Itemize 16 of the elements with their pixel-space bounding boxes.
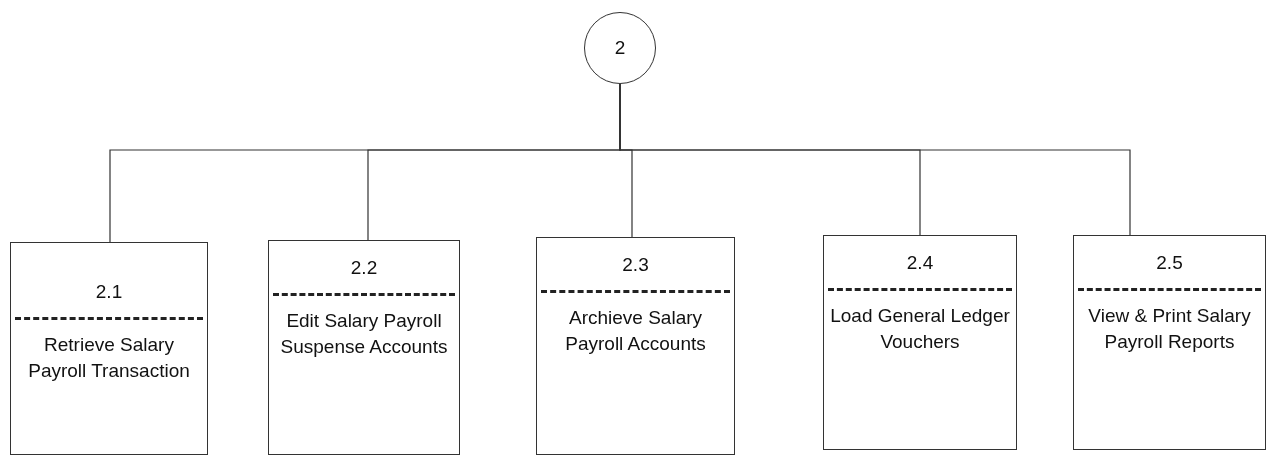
process-number: 2.3 bbox=[621, 253, 650, 277]
process-label: Archieve Salary Payroll Accounts bbox=[564, 306, 707, 356]
process-label: Retrieve Salary Payroll Transaction bbox=[27, 333, 191, 383]
process-box bbox=[268, 240, 460, 455]
process-box bbox=[10, 242, 208, 455]
process-number: 2.1 bbox=[94, 280, 124, 304]
process-label: Load General Ledger Vouchers bbox=[829, 304, 1011, 354]
process-box bbox=[536, 237, 735, 455]
process-number: 2.2 bbox=[349, 256, 379, 280]
process-number: 2.4 bbox=[905, 251, 935, 275]
process-box bbox=[823, 235, 1017, 450]
process-label: View & Print Salary Payroll Reports bbox=[1087, 304, 1252, 354]
process-label: Edit Salary Payroll Suspense Accounts bbox=[279, 309, 449, 359]
node-number: 2 bbox=[613, 36, 627, 60]
process-box bbox=[1073, 235, 1266, 450]
process-number: 2.5 bbox=[1155, 251, 1184, 275]
